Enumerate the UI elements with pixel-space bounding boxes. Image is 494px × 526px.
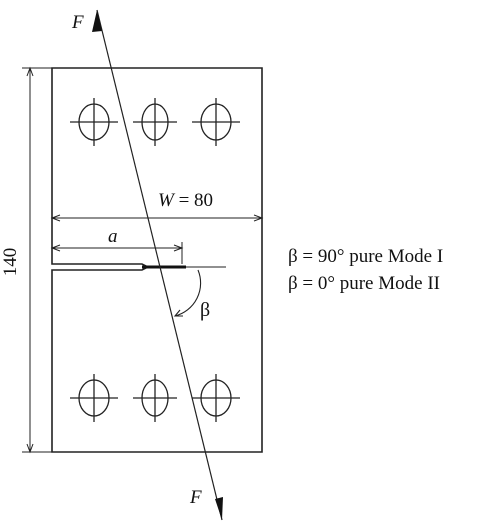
hole-top-right	[192, 98, 240, 146]
height-label: 140	[0, 248, 21, 277]
force-arrow-bottom	[215, 497, 223, 520]
hole-bottom-middle	[133, 374, 177, 422]
height-dimension	[22, 66, 52, 454]
width-label: W = 80	[158, 190, 213, 211]
crack-dimension	[50, 242, 184, 264]
width-dimension	[50, 214, 264, 222]
specimen-outline	[51, 67, 263, 453]
angle-arc-arrow	[173, 309, 183, 317]
legend-mode-one: β = 90° pure Mode I	[288, 246, 443, 267]
angle-label: β	[200, 299, 210, 321]
force-label-bottom: F	[189, 487, 202, 508]
legend-mode-two: β = 0° pure Mode II	[288, 273, 440, 294]
force-arrow-top	[92, 10, 102, 32]
crack-length-label: a	[108, 226, 118, 247]
load-line	[96, 9, 223, 521]
hole-bottom-right	[192, 374, 240, 422]
force-label-top: F	[71, 12, 84, 33]
hole-top-middle	[133, 98, 177, 146]
hole-top-left	[70, 98, 118, 146]
angle-arc	[174, 269, 202, 317]
hole-bottom-left	[70, 374, 118, 422]
